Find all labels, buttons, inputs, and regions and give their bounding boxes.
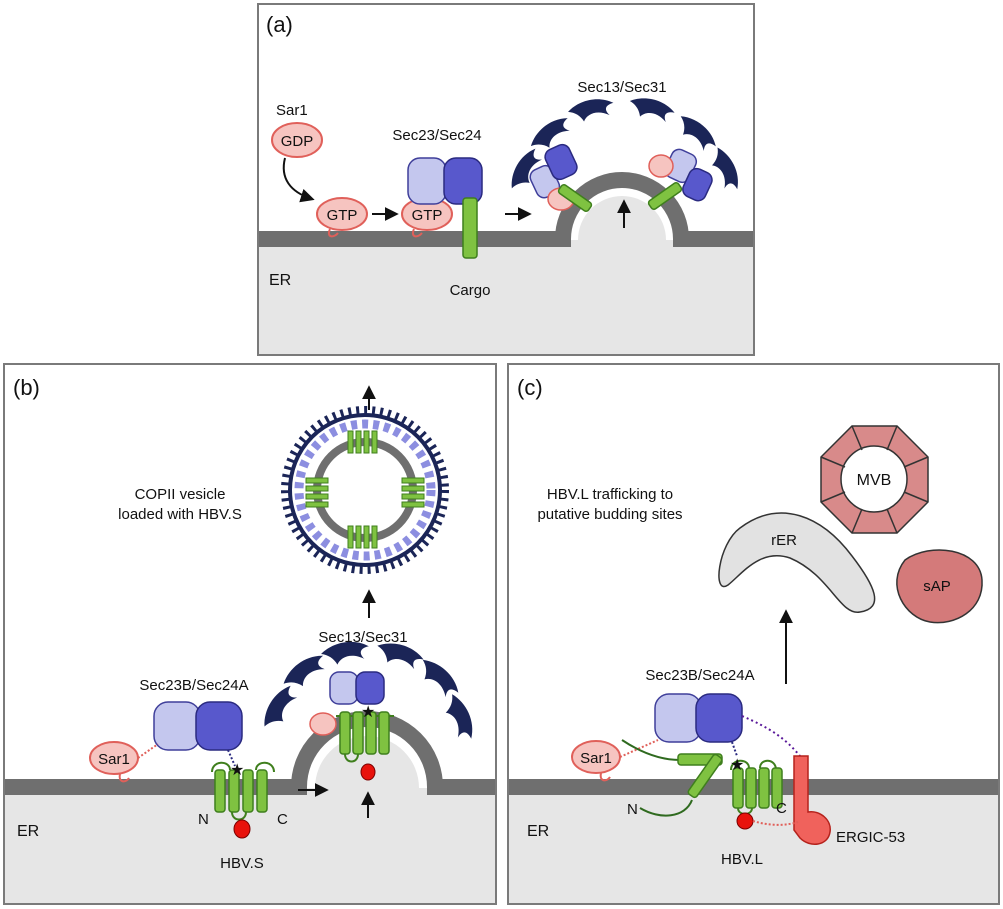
hbv-l-label: HBV.L: [721, 851, 763, 868]
panel-a: (a) Sar1 GDP GTP GTP Sec23/Sec24 Cargo S…: [257, 3, 755, 356]
gtp-label-2: GTP: [412, 207, 443, 224]
hbv-s-membrane: ★: [211, 761, 275, 839]
mvb-label: MVB: [857, 472, 892, 489]
hbv-l-membrane: ★: [621, 739, 783, 830]
vesicle-icon: [281, 406, 449, 574]
n-label-c: N: [627, 801, 638, 818]
inner-coat-left: [529, 143, 578, 199]
panel-c-letter: (c): [517, 375, 543, 400]
panel-a-letter: (a): [266, 12, 293, 37]
sap-label: sAP: [923, 578, 951, 595]
star-icon: ★: [730, 757, 744, 774]
inner-coat-right: [664, 148, 713, 202]
ergic-53-label: ERGIC-53: [836, 829, 905, 846]
star-icon: ★: [361, 704, 375, 721]
panel-c-title-line1: HBV.L trafficking to: [547, 486, 673, 503]
star-icon: ★: [230, 762, 244, 779]
sap-shape: [896, 549, 983, 624]
sec23b-sec24a-label-b: Sec23B/Sec24A: [139, 677, 248, 694]
vesicle-label-line1: COPII vesicle: [135, 486, 226, 503]
panel-c: (c) HBV.L trafficking to putative buddin…: [507, 363, 1000, 905]
er-label-c: ER: [527, 823, 549, 840]
panel-b: (b) COPII vesicle loaded with HBV.S Sec1…: [3, 363, 497, 905]
sec13-sec31-label: Sec13/Sec31: [577, 79, 666, 96]
arrow-icon: [282, 157, 315, 203]
gtp-label-1: GTP: [327, 207, 358, 224]
hbv-s-in-bud: ★: [336, 704, 394, 781]
er-label-b: ER: [17, 823, 39, 840]
mvb-shape: [820, 425, 929, 534]
panel-b-letter: (b): [13, 375, 40, 400]
sar1-label: Sar1: [276, 102, 308, 119]
panel-c-title-line2: putative budding sites: [537, 506, 682, 523]
cargo-label: Cargo: [450, 282, 491, 299]
c-label-c: C: [776, 800, 787, 817]
rer-shape: [718, 512, 876, 613]
ergic-53-shape: [793, 755, 831, 845]
rer-label: rER: [771, 532, 797, 549]
er-label-a: ER: [269, 272, 291, 289]
sec23-sec24-label: Sec23/Sec24: [392, 127, 481, 144]
vesicle-label-line2: loaded with HBV.S: [118, 506, 242, 523]
c-label-b: C: [277, 811, 288, 828]
sar1-label-c: Sar1: [580, 750, 612, 767]
sec23-shape: [407, 157, 447, 205]
sec13-sec31-label-b: Sec13/Sec31: [318, 629, 407, 646]
sar1-gtp-shape: [316, 197, 368, 231]
n-label-b: N: [198, 811, 209, 828]
cargo-shape: [462, 197, 478, 259]
sar1-gdp-shape: [271, 122, 323, 158]
gdp-label: GDP: [281, 133, 314, 150]
sar1-label-b: Sar1: [98, 751, 130, 768]
sec24-shape: [443, 157, 483, 205]
hbv-s-label: HBV.S: [220, 855, 264, 872]
sec23b-sec24a-label-c: Sec23B/Sec24A: [645, 667, 754, 684]
